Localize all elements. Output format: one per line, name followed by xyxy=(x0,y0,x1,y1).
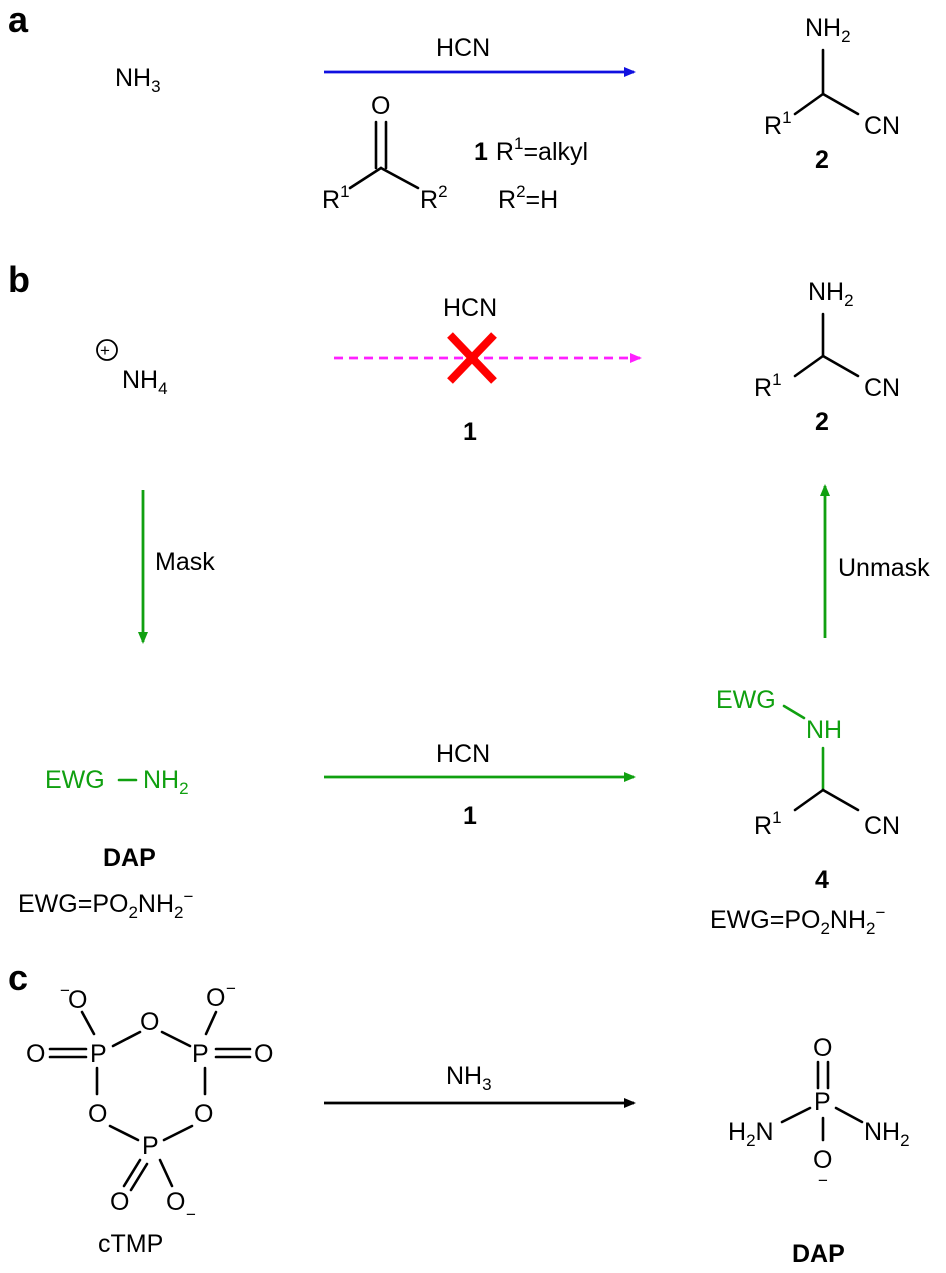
ctmp-oxo-3: O xyxy=(110,1188,129,1216)
dap-name-c: DAP xyxy=(792,1240,845,1268)
intermediate-ewg-definition: EWG=PO2NH2− xyxy=(710,903,885,938)
ctmp-p1: P xyxy=(90,1040,107,1068)
lower-reagent: HCN xyxy=(436,740,490,768)
svg-text:−: − xyxy=(186,1205,196,1224)
product-number: 2 xyxy=(815,408,829,436)
product-amine: NH2 xyxy=(805,14,851,46)
panel-c-label: c xyxy=(8,957,28,998)
dap-structure: O P H2N NH2 O − DAP xyxy=(728,1034,910,1268)
panel-b: b + NH4 HCN 1 NH2 R1 CN 2 Mask xyxy=(8,259,930,938)
plus-charge-icon xyxy=(96,339,118,361)
ctmp-o-minus-1: O xyxy=(68,986,87,1014)
panel-b-label: b xyxy=(8,259,30,300)
svg-text:−: − xyxy=(818,1171,828,1190)
dap-amine-left: H2N xyxy=(728,1118,774,1150)
ctmp-ring-o1: O xyxy=(140,1008,159,1036)
ctmp-name: cTMP xyxy=(98,1230,163,1258)
product-r1: R1 xyxy=(764,108,792,140)
svg-text:−: − xyxy=(60,981,70,1000)
cross-icon xyxy=(447,332,497,384)
intermediate-ewg: EWG xyxy=(716,686,776,714)
dap-amine-right: NH2 xyxy=(864,1118,910,1150)
ctmp-structure: − O O P O P O − O O O xyxy=(26,979,273,1258)
intermediate-r1: R1 xyxy=(754,808,782,840)
panel-c-reagent: NH3 xyxy=(446,1062,492,1094)
compound-1-note-r2: R2=H xyxy=(498,182,558,214)
ctmp-p2: P xyxy=(192,1040,209,1068)
ctmp-ring-o2: O xyxy=(88,1100,107,1128)
blocked-reagent: HCN xyxy=(443,294,497,322)
intermediate-cn: CN xyxy=(864,812,900,840)
dap-o-minus: O xyxy=(813,1146,832,1174)
product-r1: R1 xyxy=(754,370,782,402)
dap-ewg: EWG xyxy=(45,766,105,794)
ctmp-o-minus-3: O xyxy=(166,1188,185,1216)
ctmp-p3: P xyxy=(142,1132,159,1160)
dap-name: DAP xyxy=(103,844,156,872)
aldehyde-bond-r1 xyxy=(348,166,383,190)
aldehyde-r2: R2 xyxy=(420,182,448,214)
intermediate-number: 4 xyxy=(815,866,829,894)
blocked-reagent-number: 1 xyxy=(463,418,477,446)
panel-a-reagent: HCN xyxy=(436,34,490,62)
aldehyde-oxygen: O xyxy=(371,92,390,120)
panel-a-reactant: NH3 xyxy=(115,64,161,96)
ctmp-oxo-1: O xyxy=(26,1040,45,1068)
intermediate-4: EWG NH R1 CN 4 EWG=PO2NH2− xyxy=(710,686,900,938)
svg-text:−: − xyxy=(226,979,236,998)
aldehyde-bond-r2 xyxy=(379,166,420,190)
panel-a-label: a xyxy=(8,0,29,40)
ammonium: + NH4 xyxy=(96,339,168,398)
product-cn: CN xyxy=(864,112,900,140)
dap-masked-amine: EWG NH2 DAP EWG=PO2NH2− xyxy=(18,766,193,922)
intermediate-nh: NH xyxy=(806,716,842,744)
unmask-label: Unmask xyxy=(838,554,930,582)
product-cn: CN xyxy=(864,374,900,402)
svg-text:+: + xyxy=(100,341,110,360)
dap-ewg-definition: EWG=PO2NH2− xyxy=(18,887,193,922)
mask-label: Mask xyxy=(155,548,215,576)
panel-c: c − O O P O P O − O xyxy=(8,957,910,1268)
ctmp-o-minus-2: O xyxy=(206,984,225,1012)
product-number: 2 xyxy=(815,146,829,174)
ctmp-ring-o3: O xyxy=(194,1100,213,1128)
aldehyde-structure: O R1 R2 xyxy=(322,92,448,214)
dap-phosphorus: P xyxy=(814,1088,831,1116)
panel-b-product: NH2 R1 CN 2 xyxy=(754,278,900,436)
ctmp-oxo-2: O xyxy=(254,1040,273,1068)
lower-reagent-number: 1 xyxy=(463,802,477,830)
dap-oxo: O xyxy=(813,1034,832,1062)
ammonium-text: NH4 xyxy=(122,366,168,398)
aldehyde-r1: R1 xyxy=(322,182,350,214)
panel-a-product: NH2 R1 CN 2 xyxy=(764,14,900,174)
product-amine: NH2 xyxy=(808,278,854,310)
dap-amine: NH2 xyxy=(143,766,189,798)
